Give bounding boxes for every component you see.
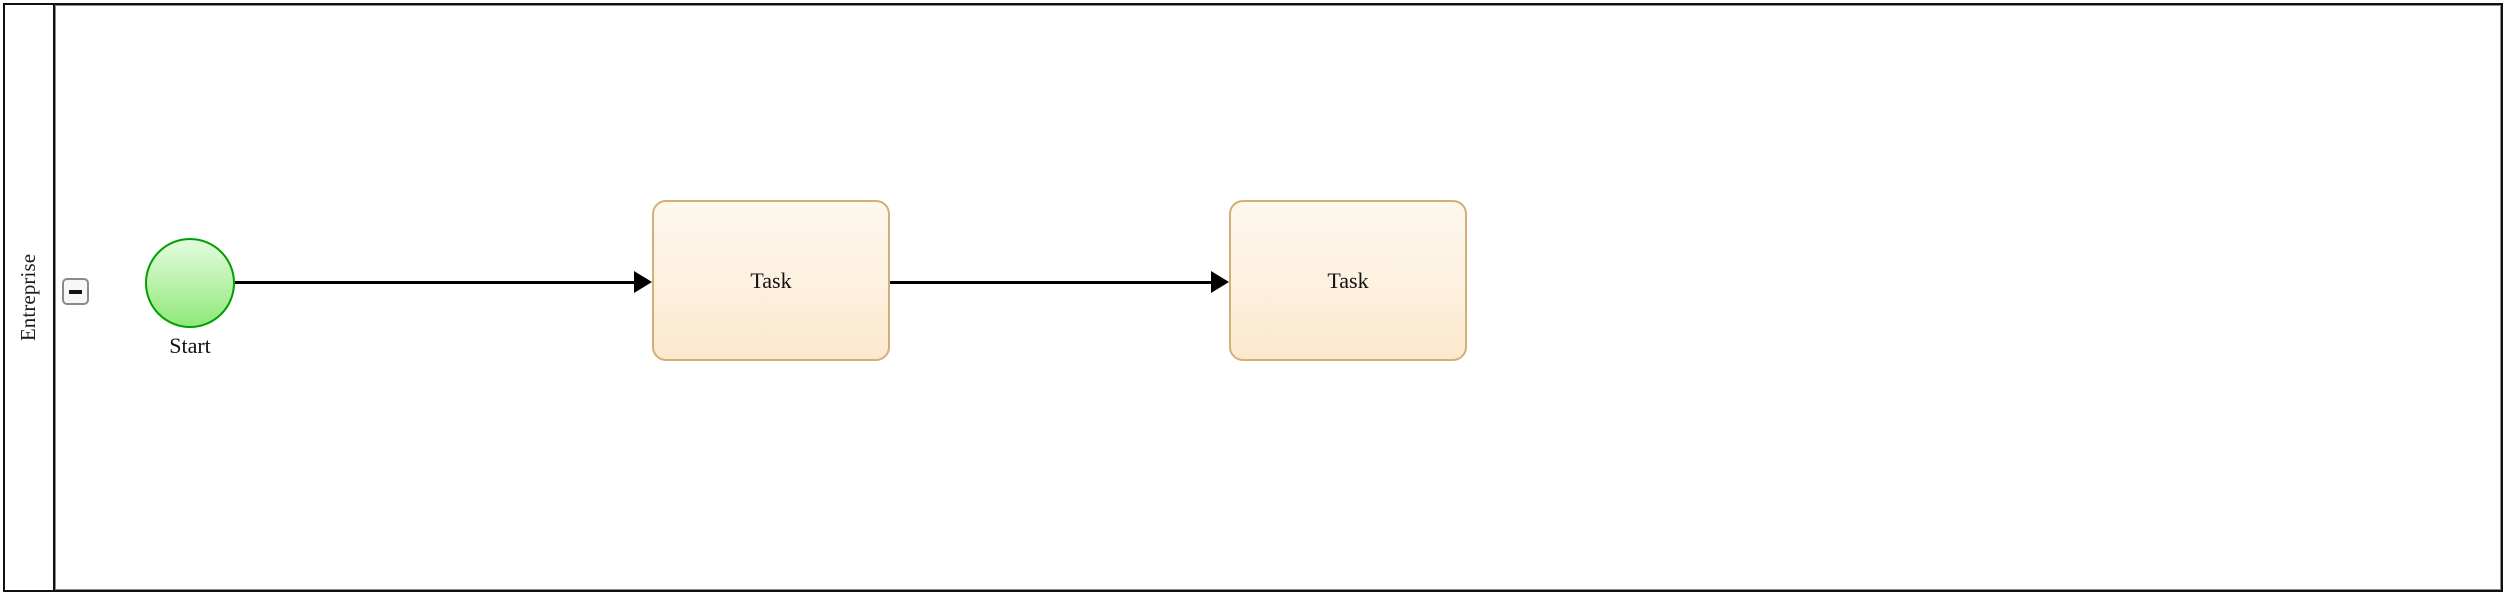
lane-label: Entreprise [16,253,41,342]
arrowhead-icon [634,271,652,293]
start-event-label: Start [169,333,211,358]
sequence-flow-task1-to-task2[interactable] [890,281,1212,284]
task-node-2[interactable]: Task [1229,200,1467,361]
sequence-flow-start-to-task1[interactable] [235,281,635,284]
minus-icon [69,289,82,294]
start-event-circle [145,238,235,328]
pool-collapse-toggle[interactable] [62,278,89,305]
arrowhead-icon [1211,271,1229,293]
task-label: Task [1327,267,1369,293]
start-event[interactable]: Start [145,238,235,357]
task-label: Task [750,267,792,293]
lane-header[interactable]: Entreprise [5,5,55,590]
task-node-1[interactable]: Task [652,200,890,361]
pool-entreprise[interactable]: Entreprise [3,3,2503,592]
